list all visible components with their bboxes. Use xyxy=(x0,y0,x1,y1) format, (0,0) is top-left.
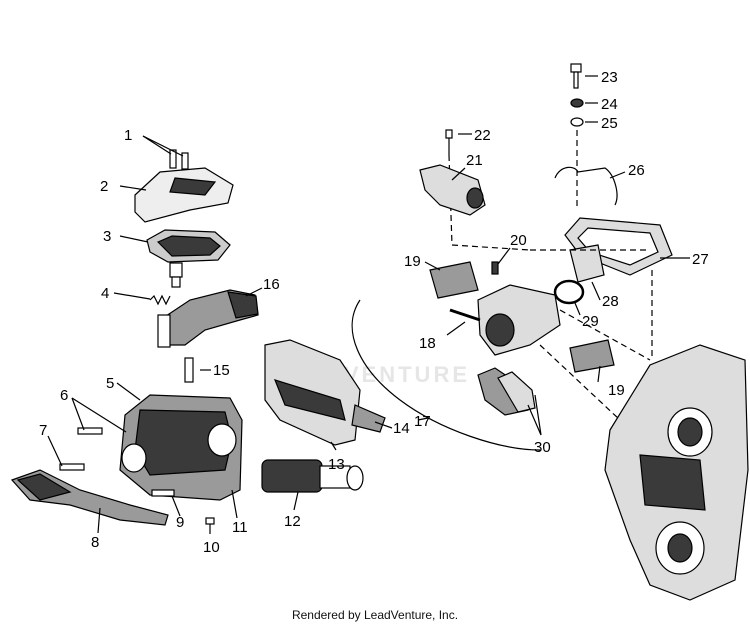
callout-22: 22 xyxy=(474,127,491,144)
part-2-cover xyxy=(119,167,234,223)
part-12-throttle-tube xyxy=(261,459,364,511)
part-16-lever xyxy=(157,287,263,348)
part-26-wire-clip xyxy=(554,166,626,206)
callout-6: 6 xyxy=(60,387,68,404)
part-15-pin xyxy=(184,357,211,383)
part-20-screw xyxy=(491,247,511,275)
part-30-brake-pads xyxy=(477,367,542,436)
callout-29: 29 xyxy=(582,313,599,330)
part-27-tray xyxy=(564,217,690,276)
part-6-7-screws xyxy=(47,397,127,471)
callout-24: 24 xyxy=(601,96,618,113)
part-18-caliper xyxy=(446,284,561,356)
callout-23: 23 xyxy=(601,69,618,86)
gearcase-cover xyxy=(604,344,749,601)
callout-3: 3 xyxy=(103,228,111,245)
callout-1: 1 xyxy=(124,127,132,144)
callout-2: 2 xyxy=(100,178,108,195)
callout-14: 14 xyxy=(393,420,410,437)
part-23-24-25-hardware xyxy=(570,63,598,210)
callout-5: 5 xyxy=(106,375,114,392)
callout-10: 10 xyxy=(203,539,220,556)
part-5-housing xyxy=(116,382,243,501)
callout-19b: 19 xyxy=(608,382,625,399)
part-9-10-11 xyxy=(151,489,238,534)
part-8-brake-lever xyxy=(10,469,169,534)
callout-7: 7 xyxy=(39,422,47,439)
part-28-29-seals xyxy=(553,244,605,316)
callout-9: 9 xyxy=(176,514,184,531)
callout-11: 11 xyxy=(232,519,248,536)
callout-19a: 19 xyxy=(404,253,421,270)
callout-25: 25 xyxy=(601,115,618,132)
callout-16: 16 xyxy=(263,276,280,293)
part-3-diaphragm xyxy=(119,229,231,288)
part-21-fitting xyxy=(419,164,486,216)
callout-12: 12 xyxy=(284,513,301,530)
callout-30: 30 xyxy=(534,439,551,456)
part-13-14-clamp xyxy=(264,339,393,451)
callout-20: 20 xyxy=(510,232,527,249)
callout-8: 8 xyxy=(91,534,99,551)
part-4-spring xyxy=(113,292,171,306)
callout-labels: 1 2 3 4 5 6 7 8 9 10 11 12 13 14 15 16 1… xyxy=(39,69,709,556)
part-1-screws xyxy=(142,135,189,170)
callout-26: 26 xyxy=(628,162,645,179)
callout-4: 4 xyxy=(101,285,109,302)
callout-13: 13 xyxy=(328,456,345,473)
callout-27: 27 xyxy=(692,251,709,268)
assembly-leaders xyxy=(451,244,653,421)
part-19-pads xyxy=(424,261,615,383)
part-17-bracket-line xyxy=(351,299,541,451)
callout-18: 18 xyxy=(419,335,436,352)
callout-17: 17 xyxy=(414,413,431,430)
footer-credit: Rendered by LeadVenture, Inc. xyxy=(291,608,459,622)
callout-21: 21 xyxy=(466,152,483,169)
callout-15: 15 xyxy=(213,362,230,379)
callout-28: 28 xyxy=(602,293,619,310)
